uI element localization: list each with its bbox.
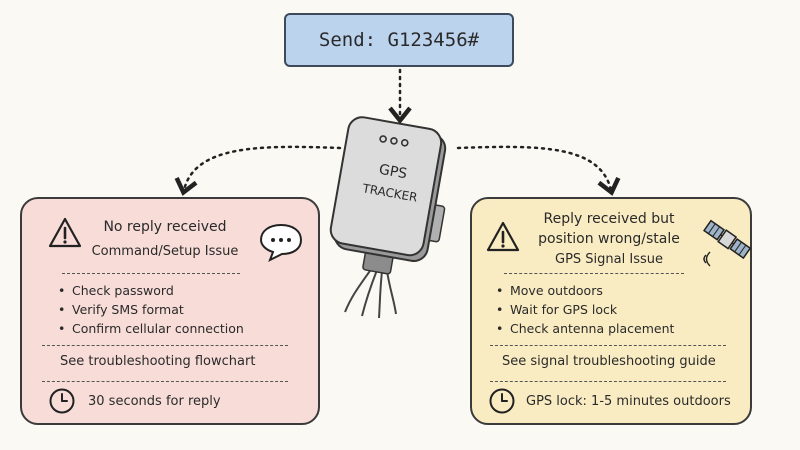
list-item: Check password [58, 281, 244, 300]
left-timing-text: 30 seconds for reply [88, 394, 221, 409]
left-link-text: See troubleshooting flowchart [60, 354, 256, 369]
satellite-icon [703, 219, 752, 267]
right-title-line1: Reply received but [543, 211, 675, 227]
clock-icon [49, 388, 75, 414]
list-item: Check antenna placement [496, 319, 674, 338]
gps-tracker-device [329, 116, 447, 319]
warning-icon [48, 217, 82, 248]
right-subtitle: GPS Signal Issue [555, 252, 663, 267]
right-timing-text: GPS lock: 1-5 minutes outdoors [526, 394, 731, 409]
command-text: Send: G123456# [318, 29, 480, 51]
left-title-line1: No reply received [103, 219, 227, 235]
left-divider-2 [42, 345, 288, 346]
command-box: Send: G123456# [284, 13, 514, 67]
speech-bubble-icon [259, 223, 303, 263]
arrow-device-to-right-panel [456, 145, 621, 196]
right-title-line2: position wrong/stale [538, 231, 680, 247]
right-divider-1 [504, 273, 684, 274]
left-steps-list: Check password Verify SMS format Confirm… [58, 281, 244, 338]
clock-icon [489, 388, 515, 414]
left-title-line2: Command/Setup Issue [91, 244, 239, 259]
right-divider-3 [490, 381, 726, 382]
no-reply-panel: No reply received Command/Setup Issue Ch… [20, 197, 320, 425]
right-link-text: See signal troubleshooting guide [502, 354, 716, 369]
list-item: Verify SMS format [58, 300, 244, 319]
right-divider-2 [490, 345, 726, 346]
right-steps-list: Move outdoors Wait for GPS lock Check an… [496, 281, 674, 338]
list-item: Move outdoors [496, 281, 674, 300]
left-divider-3 [42, 381, 288, 382]
arrow-device-to-left-panel [174, 145, 342, 196]
warning-icon [486, 221, 520, 252]
signal-issue-panel: Reply received but position wrong/stale … [470, 197, 752, 425]
left-divider-1 [62, 273, 240, 274]
list-item: Confirm cellular connection [58, 319, 244, 338]
list-item: Wait for GPS lock [496, 300, 674, 319]
